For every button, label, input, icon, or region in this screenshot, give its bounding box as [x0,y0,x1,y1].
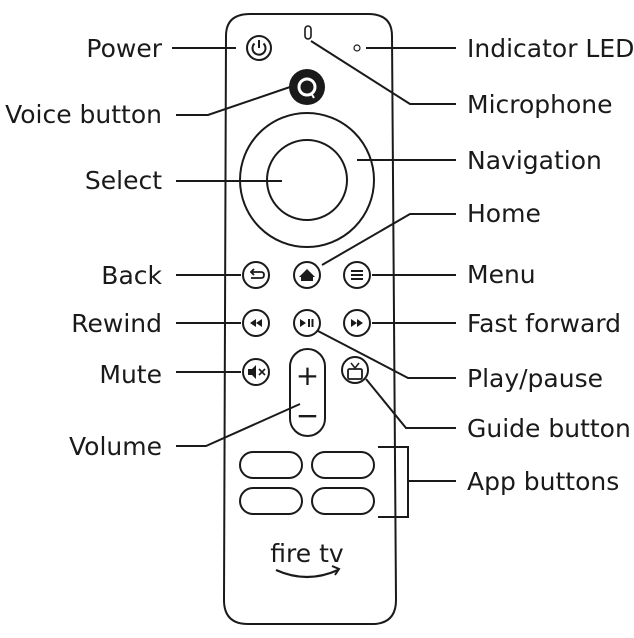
volume-rocker[interactable]: + − [289,348,326,437]
smile-arrow [275,568,339,579]
label-back: Back [101,261,162,290]
app-button-2[interactable] [311,451,375,479]
label-guide-button: Guide button [467,414,631,443]
guide-button[interactable] [341,356,369,384]
label-app-buttons: App buttons [467,467,619,496]
label-indicator-led: Indicator LED [467,34,634,63]
play-pause-icon [300,319,314,327]
home-button[interactable] [293,261,321,289]
leader-volume [176,403,301,447]
leader-home [321,213,456,266]
indicator-led [353,44,361,52]
logo-text: fire tv [270,539,344,568]
label-play-pause: Play/pause [467,364,603,393]
menu-icon [351,270,363,280]
label-volume: Volume [69,432,162,461]
label-navigation: Navigation [467,146,602,175]
power-icon [251,40,267,56]
label-power: Power [86,34,162,63]
label-mute: Mute [99,360,162,389]
leader-voice-button [176,86,291,116]
volume-minus[interactable]: − [296,399,319,432]
voice-icon [297,77,317,97]
mute-button[interactable] [242,358,270,386]
play-pause-button[interactable] [293,309,321,337]
back-button[interactable] [242,261,270,289]
mute-icon [248,365,266,379]
back-arrow-icon [251,271,265,279]
leader-guide-button [365,378,456,429]
label-home: Home [467,199,541,228]
microphone-slot [304,25,312,40]
home-icon [299,269,315,281]
tv-guide-icon [347,362,363,380]
fast-forward-button[interactable] [343,309,371,337]
voice-button[interactable] [289,69,325,105]
rewind-button[interactable] [242,309,270,337]
leader-microphone [310,40,456,105]
label-select: Select [85,166,162,195]
menu-button[interactable] [343,261,371,289]
power-button[interactable] [246,35,272,61]
leader-play-pause [317,330,456,379]
app-button-4[interactable] [311,487,375,515]
label-menu: Menu [467,260,536,289]
label-fast-forward: Fast forward [467,309,621,338]
fire-tv-logo: fire tv [270,539,344,579]
rewind-icon [250,319,262,327]
fast-forward-icon [351,319,363,327]
label-microphone: Microphone [467,90,613,119]
label-voice-button: Voice button [5,100,162,129]
volume-plus[interactable]: + [296,359,319,392]
app-button-1[interactable] [239,451,303,479]
app-button-3[interactable] [239,487,303,515]
label-rewind: Rewind [71,309,162,338]
